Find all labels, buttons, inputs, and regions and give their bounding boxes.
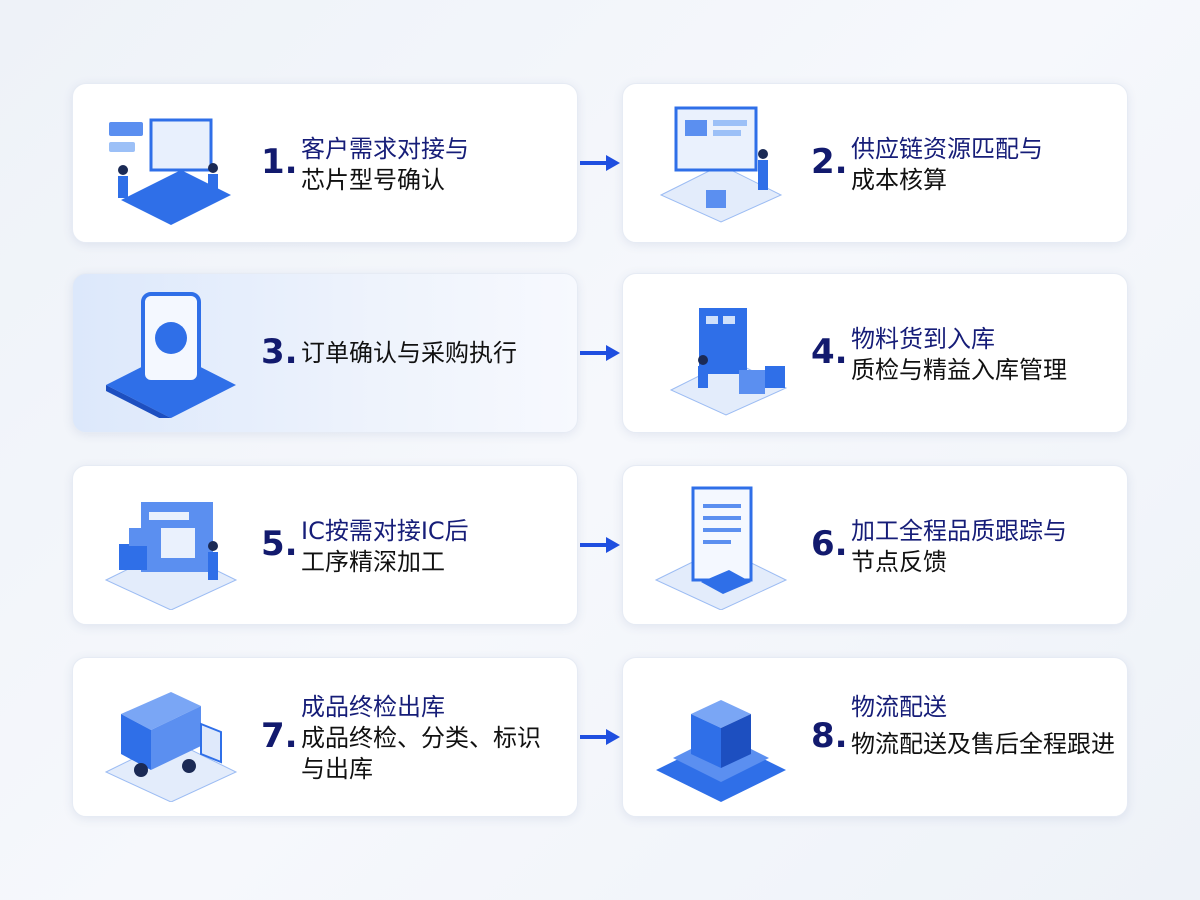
tablet-order-icon (106, 292, 236, 418)
step-title: IC按需对接IC后 (301, 517, 469, 545)
step-card-7: 7. 成品终检出库 成品终检、分类、标识 与出库 (72, 657, 578, 817)
laptop-people-icon (109, 118, 231, 225)
step-card-4: 4. 物料货到入库 质检与精益入库管理 (622, 273, 1128, 433)
step-number: 4. (811, 332, 848, 372)
step-card-2: 2. 供应链资源匹配与 成本核算 (622, 83, 1128, 243)
document-report-icon (654, 486, 788, 610)
step-subtitle: 成品终检、分类、标识 (301, 724, 541, 752)
delivery-truck-icon (104, 692, 238, 802)
monitor-worker-icon (659, 106, 783, 223)
step-title: 客户需求对接与 (301, 135, 469, 163)
step-number: 2. (811, 142, 848, 182)
step-card-5: 5. IC按需对接IC后 工序精深加工 (72, 465, 578, 625)
step-title: 成品终检出库 (301, 693, 445, 721)
step-card-8: 8. 物流配送 物流配送及售后全程跟进 (622, 657, 1128, 817)
step-title: 加工全程品质跟踪与 (851, 517, 1067, 545)
step-text: IC按需对接IC后 工序精深加工 (301, 516, 469, 578)
step-text: 物料货到入库 质检与精益入库管理 (851, 324, 1067, 386)
step-subtitle: 物流配送及售后全程跟进 (851, 730, 1115, 758)
step-title: 订单确认与采购执行 (301, 339, 517, 367)
arrow-right-icon (580, 155, 620, 171)
arrow-right-icon (580, 345, 620, 361)
warehouse-boxes-icon (669, 308, 788, 416)
step-subtitle: 芯片型号确认 (301, 166, 445, 194)
step-subtitle: 工序精深加工 (301, 548, 445, 576)
step-title: 供应链资源匹配与 (851, 135, 1043, 163)
step-number: 5. (261, 524, 298, 564)
step-subtitle-cont: 与出库 (301, 755, 373, 783)
step-subtitle: 质检与精益入库管理 (851, 356, 1067, 384)
step-number: 7. (261, 716, 298, 756)
step-number: 1. (261, 142, 298, 182)
step-number: 8. (811, 716, 848, 756)
step-title: 物流配送 (851, 693, 947, 721)
step-title: 物料货到入库 (851, 325, 995, 353)
step-number: 6. (811, 524, 848, 564)
step-text: 加工全程品质跟踪与 节点反馈 (851, 516, 1067, 578)
arrow-right-icon (580, 729, 620, 745)
package-platform-icon (656, 700, 786, 802)
step-card-6: 6. 加工全程品质跟踪与 节点反馈 (622, 465, 1128, 625)
factory-machine-icon (104, 502, 238, 610)
arrow-right-icon (580, 537, 620, 553)
step-text: 物流配送 物流配送及售后全程跟进 (851, 692, 1115, 760)
step-subtitle: 成本核算 (851, 166, 947, 194)
step-subtitle: 节点反馈 (851, 548, 947, 576)
step-text: 供应链资源匹配与 成本核算 (851, 134, 1043, 196)
step-card-3: 3. 订单确认与采购执行 (72, 273, 578, 433)
step-text: 成品终检出库 成品终检、分类、标识 与出库 (301, 692, 541, 785)
step-text: 订单确认与采购执行 (301, 338, 517, 369)
step-number: 3. (261, 332, 298, 372)
step-card-1: 1. 客户需求对接与 芯片型号确认 (72, 83, 578, 243)
step-text: 客户需求对接与 芯片型号确认 (301, 134, 469, 196)
